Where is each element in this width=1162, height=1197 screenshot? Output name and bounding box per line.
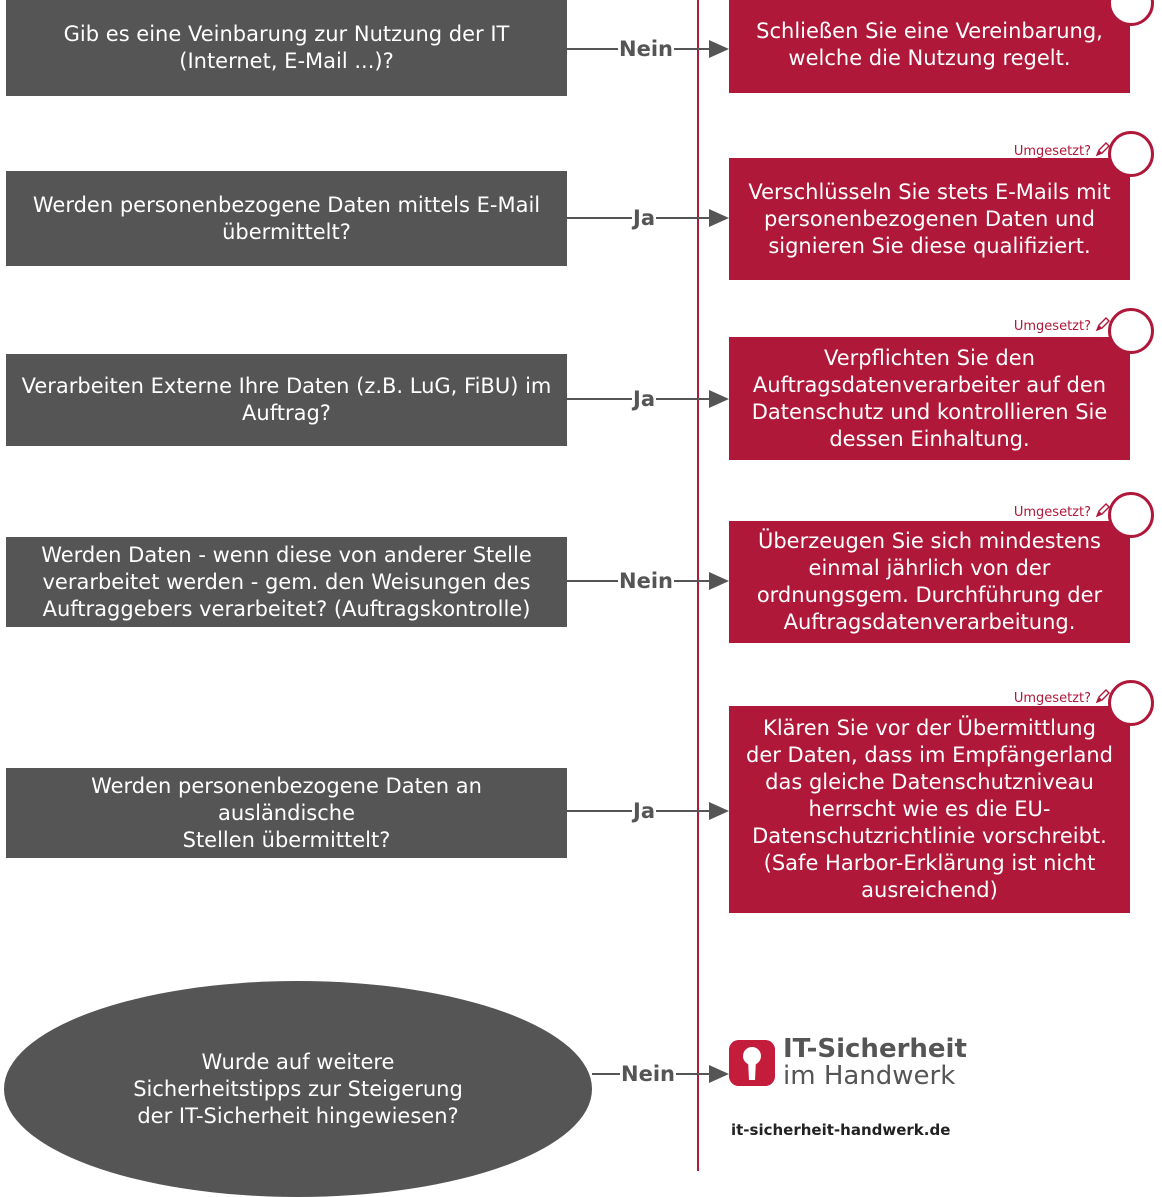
question-box-it-usage: Gib es eine Veinbarung zur Nutzung der I… <box>6 0 567 96</box>
question-ellipse-security-tips: Wurde auf weitere Sicherheitstipps zur S… <box>4 981 592 1197</box>
question-box-external-processing: Verarbeiten Externe Ihre Daten (z.B. LuG… <box>6 354 567 446</box>
answer-label: Nein <box>618 569 674 593</box>
status-label-row: Umgesetzt? <box>1014 0 1111 8</box>
pencil-icon[interactable] <box>1095 316 1111 336</box>
pencil-icon[interactable] <box>1095 688 1111 708</box>
website-url: it-sicherheit-handwerk.de <box>731 1121 951 1139</box>
status-label: Umgesetzt? <box>1013 504 1091 520</box>
pencil-icon[interactable] <box>1095 0 1111 8</box>
implemented-checkbox[interactable] <box>1108 308 1154 354</box>
logo-line-2: im Handwerk <box>783 1061 956 1091</box>
answer-label: Ja <box>632 387 656 411</box>
arrow-right-icon <box>709 390 729 408</box>
implemented-checkbox[interactable] <box>1108 131 1154 177</box>
implemented-checkbox[interactable] <box>1108 680 1154 726</box>
question-box-email: Werden personenbezogene Daten mittels E-… <box>6 171 567 266</box>
answer-label: Nein <box>620 1062 676 1086</box>
brand-logo: IT-Sicherheit im Handwerk <box>729 1036 967 1090</box>
logo-wordmark: IT-Sicherheit im Handwerk <box>783 1036 967 1090</box>
pencil-icon[interactable] <box>1095 502 1111 522</box>
answer-label: Ja <box>632 799 656 823</box>
keyhole-logo-icon <box>729 1040 775 1086</box>
logo-line-1: IT-Sicherheit <box>783 1034 967 1064</box>
action-box-data-protection-level: Klären Sie vor der Übermittlung der Date… <box>729 706 1130 913</box>
arrow-right-icon <box>709 40 729 58</box>
status-label: Umgesetzt? <box>1013 143 1091 159</box>
center-divider-line <box>697 0 699 1171</box>
action-box-annual-check: Überzeugen Sie sich mindestens einmal jä… <box>729 521 1130 643</box>
arrow-right-icon <box>709 572 729 590</box>
action-box-commit-processor: Verpflichten Sie den Auftragsdatenverarb… <box>729 337 1130 460</box>
status-label-row: Umgesetzt? <box>1014 688 1111 708</box>
answer-label: Ja <box>632 206 656 230</box>
status-label-row: Umgesetzt? <box>1014 316 1111 336</box>
pencil-icon[interactable] <box>1095 141 1111 161</box>
answer-label: Nein <box>618 37 674 61</box>
arrow-right-icon <box>709 802 729 820</box>
status-label: Umgesetzt? <box>1014 0 1091 6</box>
status-label-row: Umgesetzt? <box>1014 141 1111 161</box>
action-box-agreement: Schließen Sie eine Vereinbarung, welche … <box>729 0 1130 93</box>
question-box-instructions: Werden Daten - wenn diese von anderer St… <box>6 537 567 627</box>
status-label: Umgesetzt? <box>1013 690 1091 706</box>
implemented-checkbox[interactable] <box>1108 492 1154 538</box>
action-box-encrypt-email: Verschlüsseln Sie stets E-Mails mit pers… <box>729 158 1130 280</box>
status-label: Umgesetzt? <box>1013 318 1091 334</box>
status-label-row: Umgesetzt? <box>1014 502 1111 522</box>
arrow-right-icon <box>709 209 729 227</box>
question-box-foreign-transfer: Werden personenbezogene Daten an ausländ… <box>6 768 567 858</box>
arrow-right-icon <box>709 1065 729 1083</box>
